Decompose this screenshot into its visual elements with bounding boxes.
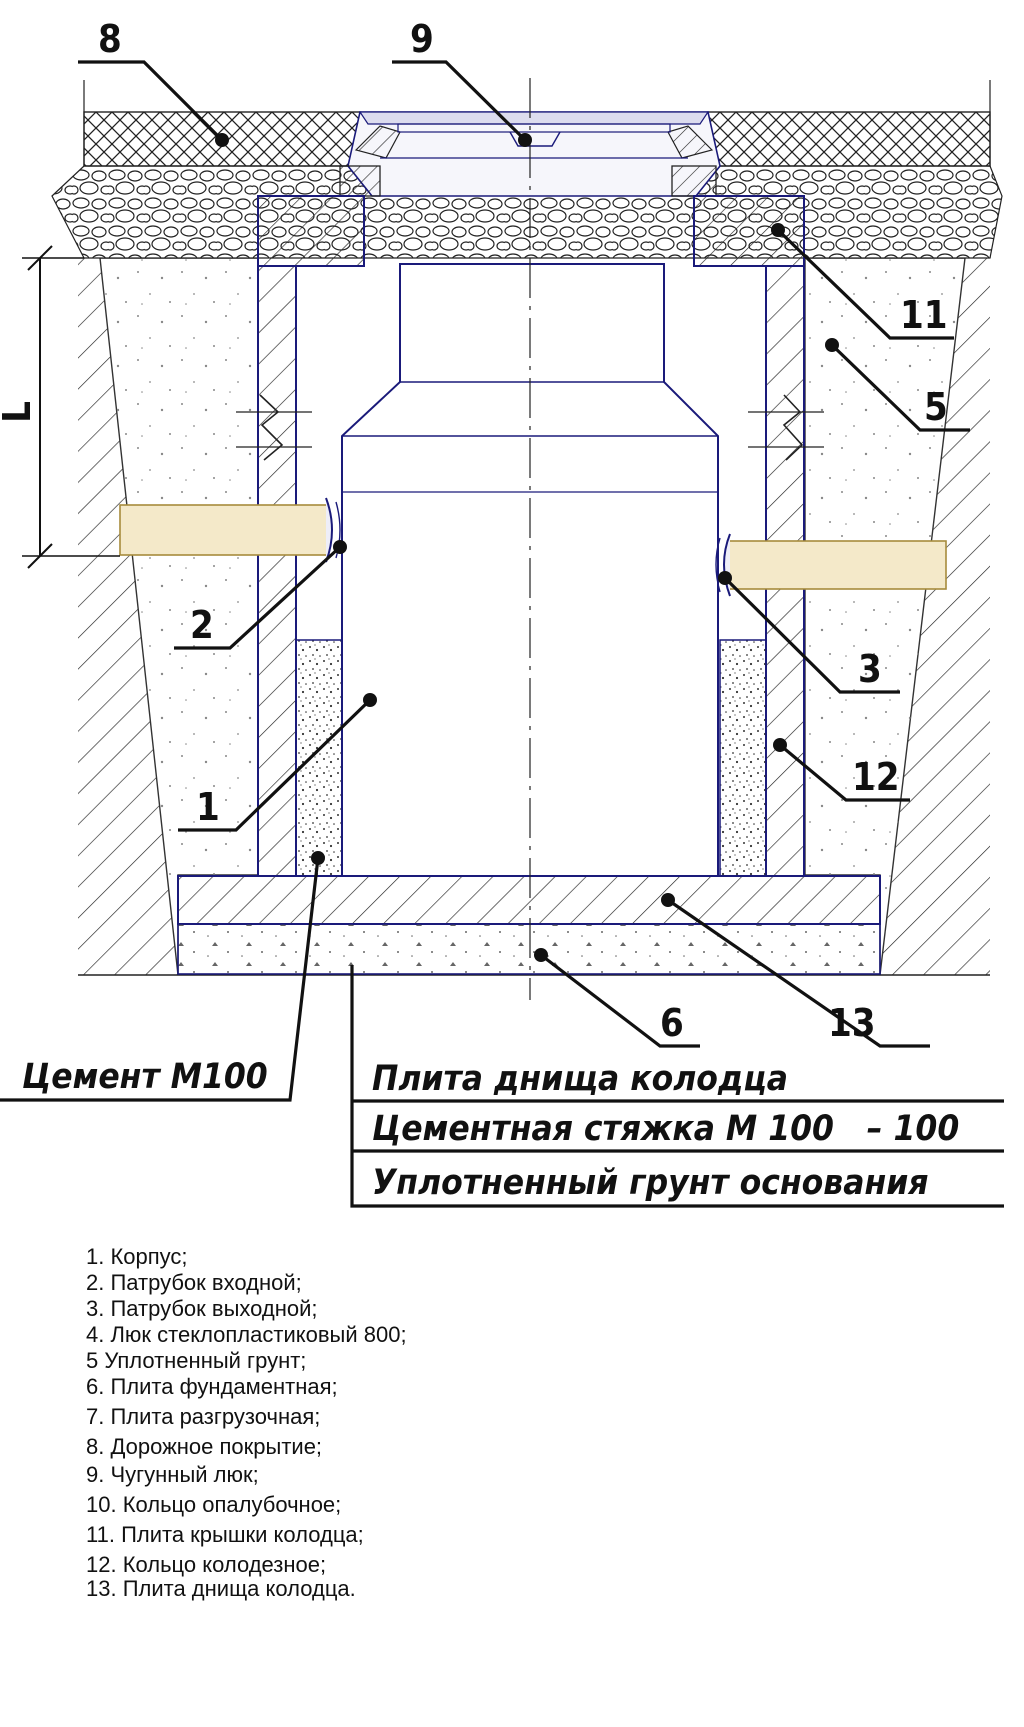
callout-6: 6 [660, 1001, 684, 1045]
legend-item: 6. Плита фундаментная; [86, 1374, 338, 1399]
callout-1: 1 [196, 785, 220, 829]
callout-8: 8 [98, 17, 122, 61]
dimension-label: L [0, 401, 39, 423]
road-surface [83, 111, 991, 167]
legend-item: 5 Уплотненный грунт; [86, 1348, 307, 1373]
legend-item: 10. Кольцо опалубочное; [86, 1492, 342, 1517]
note-soil: Уплотненный грунт основания [372, 1163, 929, 1203]
callout-11: 11 [900, 293, 948, 337]
compacted-soil [99, 257, 966, 976]
callout-3: 3 [858, 647, 882, 691]
leader-lines [0, 60, 1004, 1208]
note-screed: Цементная стяжка М 100 – 100 [372, 1109, 959, 1149]
legend-item: 11. Плита крышки колодца; [86, 1522, 364, 1547]
callout-2: 2 [190, 603, 214, 647]
callout-5: 5 [924, 385, 948, 429]
natural-ground [78, 258, 990, 975]
legend-item: 9. Чугунный люк; [86, 1462, 259, 1487]
bottom-slab [177, 875, 881, 925]
legend-item: 2. Патрубок входной; [86, 1270, 302, 1295]
legend-item: 3. Патрубок выходной; [86, 1296, 318, 1321]
legend-item: 12. Кольцо колодезное; [86, 1552, 327, 1577]
dimension-l [22, 245, 120, 569]
outlet-pipe [715, 533, 947, 597]
inlet-pipe [119, 497, 341, 563]
callout-12: 12 [852, 755, 900, 799]
legend-item: 1. Корпус; [86, 1244, 188, 1269]
callout-9: 9 [410, 17, 434, 61]
legend-item: 13. Плита днища колодца. [86, 1576, 356, 1601]
cement-screed [177, 923, 881, 975]
cement-fill [295, 639, 767, 877]
cast-iron-manhole [339, 111, 721, 197]
callout-13: 13 [828, 1001, 876, 1045]
well-ring-walls [236, 265, 824, 877]
legend-item: 8. Дорожное покрытие; [86, 1434, 323, 1459]
cover-slab [257, 195, 805, 267]
note-slab: Плита днища колодца [372, 1059, 788, 1099]
legend-item: 7. Плита разгрузочная; [86, 1404, 321, 1429]
note-cement: Цемент М100 [22, 1057, 268, 1097]
leader-dots [215, 133, 839, 962]
legend-item: 4. Люк стеклопластиковый 800; [86, 1322, 407, 1347]
